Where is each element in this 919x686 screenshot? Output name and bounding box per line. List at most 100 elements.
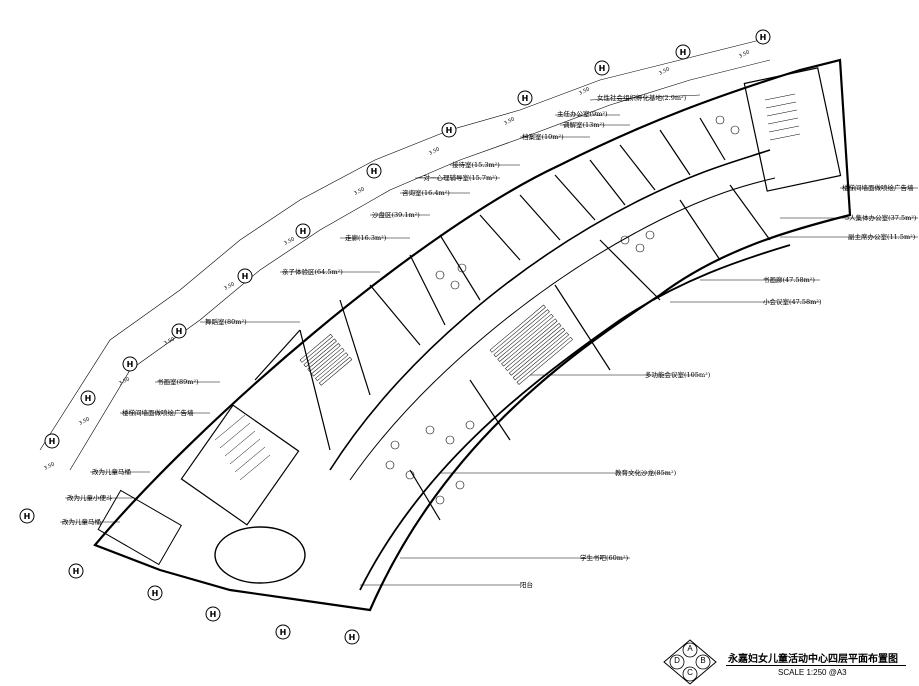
label-reception: 接待室(15.3m²) <box>452 160 500 169</box>
label-stair-wall-right: 楼梯间墙面做喷绘广告墙 <box>842 183 914 192</box>
axis-inner-1-circle <box>205 606 221 622</box>
label-child-urinal: 改为儿童小便斗 <box>67 493 113 502</box>
furniture-rows <box>299 304 573 386</box>
axis-inner-1-label: H <box>210 610 217 619</box>
dimension-texts: 3.50 3.50 3.50 3.50 3.50 3.50 3.50 3.50 3.50 3.50… <box>43 49 751 472</box>
corridor-outer-curve <box>349 177 776 481</box>
index-mark-d: D <box>674 656 680 665</box>
index-mark-b: B <box>700 656 706 665</box>
label-corridor: 走廊(16.3m²) <box>345 233 387 242</box>
axis-outer-10-label: H <box>85 394 92 403</box>
axis-outer-3-circle <box>517 90 533 106</box>
dimension-chain-outer <box>39 39 761 451</box>
axis-inner-3-label: H <box>349 633 356 642</box>
axis-outer-10-circle <box>80 390 96 406</box>
axis-outer-9-label: H <box>127 360 134 369</box>
label-balcony: 阳台 <box>520 580 533 589</box>
axis-outer-2-label: H <box>599 64 606 73</box>
dimension-text: 3.50 <box>738 49 751 60</box>
index-symbol <box>663 639 717 685</box>
label-child-toilet-2: 改为儿童马桶 <box>62 517 101 526</box>
label-multi-meeting: 多功能会议室(105m²) <box>645 370 711 379</box>
axis-outer-6-circle <box>295 223 311 239</box>
label-archive: 档案室(10m²) <box>522 132 564 141</box>
axis-inner-0-circle <box>147 585 163 601</box>
axis-outer-5-circle <box>366 163 382 179</box>
label-parent-child: 亲子体验区(64.5m²) <box>282 267 343 276</box>
axis-outer-1-circle <box>675 44 691 60</box>
label-vice-director: 副主席办公室(11.5m²) <box>848 232 916 241</box>
axis-outer-4-circle <box>441 122 457 138</box>
label-calligraphy: 书画室(89m²) <box>157 377 199 386</box>
dimension-text: 3.50 <box>223 281 236 292</box>
axis-outer-9-circle <box>122 356 138 372</box>
axis-inner-2-circle <box>275 624 291 640</box>
axis-outer-6-label: H <box>300 227 307 236</box>
index-mark-a: A <box>687 644 693 653</box>
label-consult: 咨询室(16.4m²) <box>402 188 450 197</box>
label-book-room: 书画廊(47.58m²) <box>763 275 815 284</box>
axis-outer-2-circle <box>594 60 610 76</box>
axis-outer-13-circle <box>68 563 84 579</box>
dimension-text: 3.50 <box>503 116 516 127</box>
axis-outer-1-label: H <box>680 48 687 57</box>
axis-outer-13-label: H <box>73 567 80 576</box>
axis-inner-0-label: H <box>152 589 159 598</box>
label-child-toilet: 改为儿童马桶 <box>92 467 131 476</box>
label-counseling: 一对一心理辅导室(15.7m²) <box>417 173 498 182</box>
dimension-text: 3.50 <box>163 336 176 347</box>
axis-outer-11-circle <box>44 433 60 449</box>
axis-outer-7-label: H <box>242 272 249 281</box>
axis-outer-8-circle <box>171 323 187 339</box>
axis-outer-12-circle <box>19 508 35 524</box>
label-women-edu: 女性社会组织孵化基地(2.9m²) <box>597 93 687 102</box>
label-sandplay: 沙盘区(39.1m²) <box>372 210 420 219</box>
axis-outer-8-label: H <box>176 327 183 336</box>
south-facade-curve <box>359 244 791 591</box>
stair-core-right <box>743 67 842 192</box>
dimension-text: 3.50 <box>78 416 91 427</box>
axis-outer-0-label: H <box>760 33 767 42</box>
stair-treads-right <box>764 93 801 141</box>
dimension-text: 3.50 <box>578 86 591 97</box>
label-student-bar: 学生书吧(60m²) <box>580 553 629 562</box>
corridor-inner-curve <box>329 149 771 471</box>
drawing-title: 永嘉妇女儿童活动中心四层平面布置图 <box>728 654 898 665</box>
dimension-text: 3.50 <box>43 461 56 472</box>
grid-axis-bubbles: H H H H H H H H H H H H H H H H H H <box>19 29 771 645</box>
round-tables <box>385 115 740 505</box>
axis-inner-2-label: H <box>280 628 287 637</box>
dimension-text: 3.50 <box>283 236 296 247</box>
axis-outer-11-label: H <box>49 437 56 446</box>
toilet-block <box>97 489 182 566</box>
label-office-5: 5人集体办公室(37.5m²) <box>845 213 917 222</box>
axis-outer-0-circle <box>755 29 771 45</box>
title-underline <box>726 665 906 666</box>
axis-outer-4-label: H <box>446 126 453 135</box>
axis-outer-5-label: H <box>371 167 378 176</box>
dimension-text: 3.50 <box>118 376 131 387</box>
dimension-text: 3.50 <box>658 66 671 77</box>
axis-inner-3-circle <box>344 629 360 645</box>
index-mark-c: C <box>687 668 693 677</box>
axis-outer-3-label: H <box>522 94 529 103</box>
building-outer-wall <box>93 58 852 612</box>
stair-core-left <box>180 404 300 526</box>
label-small-meeting: 小会议室(47.58m²) <box>763 297 822 306</box>
label-leaders <box>60 94 918 586</box>
dimension-text: 3.50 <box>353 186 366 197</box>
axis-outer-7-circle <box>237 268 253 284</box>
label-edu-culture: 教育文化沙龙(85m²) <box>615 468 677 477</box>
dimension-text: 3.50 <box>428 146 441 157</box>
label-dance: 舞蹈室(80m²) <box>205 317 247 326</box>
room-partitions <box>254 117 771 521</box>
title-block: A B C D 永嘉妇女儿童活动中心四层平面布置图 SCALE 1:250 @A… <box>660 638 919 686</box>
room-labels: 女性社会组织孵化基地(2.9m²) 主任办公室(9m²) 调解室(13m²) 档… <box>62 93 917 589</box>
label-stair-wall-left: 楼梯间墙面做喷绘广告墙 <box>122 408 194 417</box>
axis-outer-12-label: H <box>24 512 31 521</box>
oval-reading-pit <box>214 526 306 584</box>
label-director-office: 主任办公室(9m²) <box>557 109 608 118</box>
label-mediation: 调解室(13m²) <box>563 120 605 129</box>
drawing-scale: SCALE 1:250 @A3 <box>778 668 847 677</box>
